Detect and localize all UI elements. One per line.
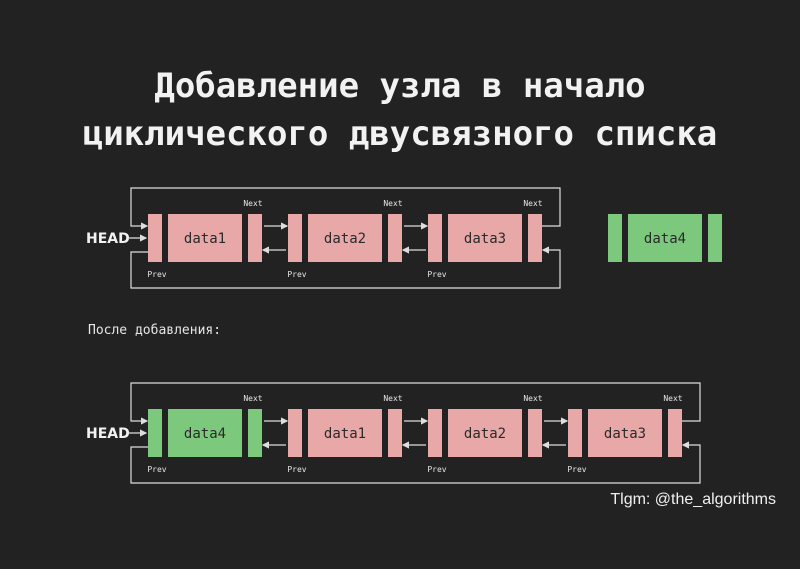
list-node: data3 (428, 214, 542, 262)
next-label: Next (383, 394, 402, 403)
node-data-label: data2 (464, 426, 506, 442)
data-cell (588, 409, 662, 457)
diagram-title: Добавление узла в начало циклического дв… (0, 62, 800, 158)
node-data-label: data1 (184, 231, 226, 247)
detached-node-group: data4 (608, 214, 722, 262)
circular-prev-link (130, 246, 561, 289)
next-pointer-cell (248, 214, 262, 262)
next-pointer-cell (668, 409, 682, 457)
prev-label: Prev (147, 465, 166, 474)
next-pointer-cell (388, 409, 402, 457)
prev-pointer-cell (148, 214, 162, 262)
title-line-2: циклического двусвязного списка (82, 114, 718, 154)
after-caption: После добавления: (88, 323, 222, 338)
title-line-1: Добавление узла в начало (154, 66, 646, 106)
prev-pointer-cell (288, 409, 302, 457)
data-cell (168, 409, 242, 457)
credit-text: Tlgm: @the_algorithms (610, 491, 776, 508)
list-node: data3 (568, 409, 682, 457)
data-cell (308, 409, 382, 457)
next-label: Next (243, 199, 262, 208)
data-cell (448, 214, 522, 262)
prev-pointer-cell (608, 214, 622, 262)
next-pointer-cell (388, 214, 402, 262)
list-node: data2 (288, 214, 402, 262)
prev-label: Prev (287, 465, 306, 474)
node-data-label: data3 (604, 426, 646, 442)
prev-pointer-cell (148, 409, 162, 457)
list-node: data2 (428, 409, 542, 457)
next-label: Next (243, 394, 262, 403)
prev-label: Prev (427, 465, 446, 474)
prev-pointer-cell (428, 214, 442, 262)
prev-label: Prev (427, 270, 446, 279)
node-data-label: data2 (324, 231, 366, 247)
node-data-label: data4 (184, 426, 226, 442)
circular-next-link (130, 187, 561, 230)
prev-label: Prev (147, 270, 166, 279)
data-cell (168, 214, 242, 262)
next-pointer-cell (528, 409, 542, 457)
next-label: Next (523, 394, 542, 403)
list-node: data1 (148, 214, 262, 262)
circular-prev-link (130, 441, 701, 484)
next-label: Next (663, 394, 682, 403)
node-data-label: data3 (464, 231, 506, 247)
head-label: HEAD (86, 231, 130, 247)
list-node: data4 (608, 214, 722, 262)
data-cell (308, 214, 382, 262)
list-node: data1 (288, 409, 402, 457)
next-pointer-cell (708, 214, 722, 262)
prev-pointer-cell (288, 214, 302, 262)
prev-pointer-cell (428, 409, 442, 457)
next-pointer-cell (248, 409, 262, 457)
data-cell (448, 409, 522, 457)
prev-label: Prev (567, 465, 586, 474)
next-label: Next (383, 199, 402, 208)
circular-next-link (130, 382, 701, 425)
prev-pointer-cell (568, 409, 582, 457)
list-node: data4 (148, 409, 262, 457)
data-cell (628, 214, 702, 262)
head-label: HEAD (86, 426, 130, 442)
prev-label: Prev (287, 270, 306, 279)
next-pointer-cell (528, 214, 542, 262)
node-data-label: data1 (324, 426, 366, 442)
next-label: Next (523, 199, 542, 208)
node-data-label: data4 (644, 231, 686, 247)
